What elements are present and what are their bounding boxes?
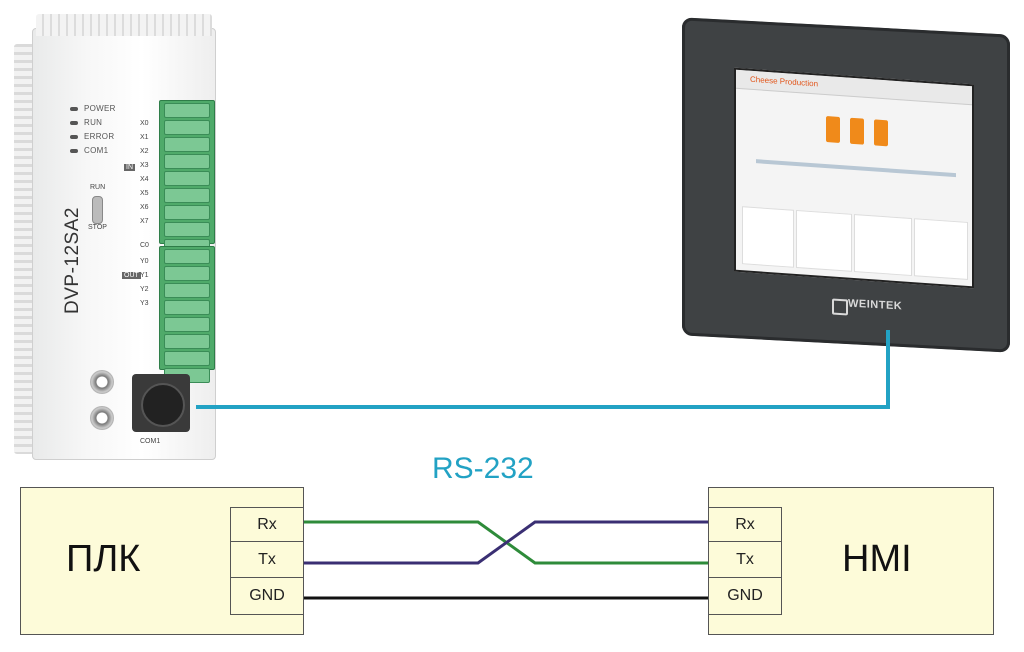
led-label: COM1	[84, 146, 109, 155]
plc-led-error: ERROR	[70, 132, 114, 141]
terminal-label: Y3	[140, 300, 149, 307]
output-terminal-block	[159, 246, 215, 383]
terminal-label: X3	[140, 162, 149, 169]
led-label: POWER	[84, 104, 116, 113]
plc-device-illustration: POWER RUN ERROR COM1 RUN STOP DVP-12SA2 …	[14, 14, 218, 460]
com1-port	[132, 374, 190, 432]
terminal-label: X4	[140, 176, 149, 183]
hmi-pin-gnd: GND	[708, 577, 782, 615]
terminal-label: X0	[140, 120, 149, 127]
plc-pin-rx: Rx	[230, 507, 304, 543]
led-label: RUN	[84, 118, 103, 127]
terminal-label: X2	[140, 148, 149, 155]
plc-top-vents	[36, 14, 212, 36]
potentiometer-knob	[90, 370, 114, 394]
plc-block-title: ПЛК	[66, 538, 141, 580]
run-stop-switch	[92, 196, 103, 224]
terminal-label: X6	[140, 204, 149, 211]
led-label: ERROR	[84, 132, 115, 141]
com1-port-label: COM1	[140, 438, 161, 445]
hmi-pin-tx: Tx	[708, 541, 782, 579]
wire-tx-to-rx	[302, 520, 708, 565]
input-terminal-block	[159, 100, 215, 254]
plc-pin-gnd: GND	[230, 577, 304, 615]
plc-pin-tx: Tx	[230, 541, 304, 579]
plc-led-com1: COM1	[70, 146, 108, 155]
potentiometer-knob	[90, 406, 114, 430]
terminal-label: Y1	[140, 272, 149, 279]
switch-stop-label: STOP	[88, 224, 107, 231]
terminal-label: Y2	[140, 286, 149, 293]
switch-run-label: RUN	[90, 184, 106, 191]
terminal-label: Y0	[140, 258, 149, 265]
in-badge: IN	[124, 164, 135, 171]
terminal-label: X7	[140, 218, 149, 225]
terminal-label: X1	[140, 134, 149, 141]
terminal-label: C0	[140, 242, 149, 249]
plc-led-run: RUN	[70, 118, 102, 127]
rs232-cable	[196, 330, 890, 409]
terminal-label: X5	[140, 190, 149, 197]
hmi-block-title: HMI	[842, 538, 912, 580]
out-badge: OUT	[122, 272, 141, 279]
rs232-label: RS-232	[432, 452, 534, 485]
plc-led-power: POWER	[70, 104, 116, 113]
hmi-pin-rx: Rx	[708, 507, 782, 543]
